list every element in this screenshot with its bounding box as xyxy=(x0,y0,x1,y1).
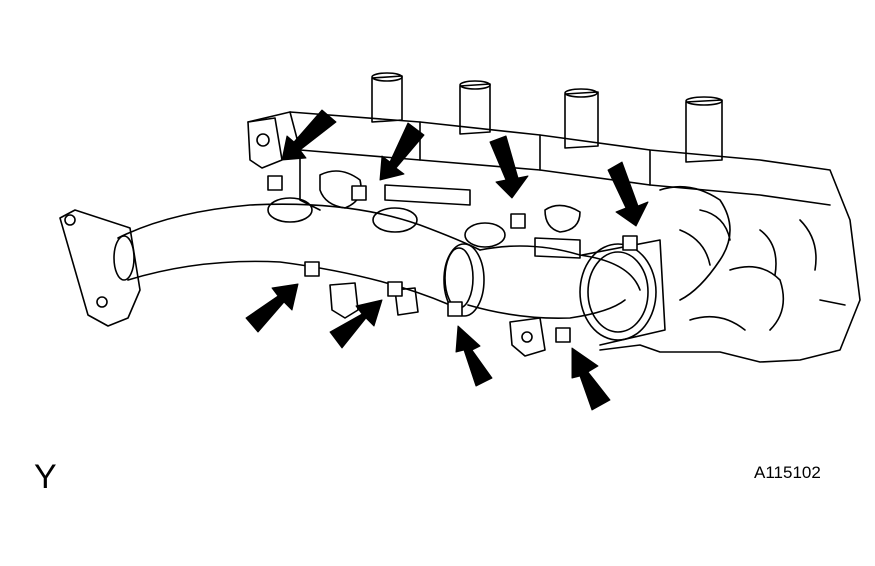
arrow-nut-1 xyxy=(281,109,337,161)
arrow-nut-4 xyxy=(607,161,649,227)
exhaust-manifold xyxy=(59,197,666,357)
arrow-nut-2 xyxy=(379,122,425,181)
arrows xyxy=(245,109,649,411)
arrow-nut-6 xyxy=(329,299,383,349)
spark-plug-tubes xyxy=(371,72,723,163)
cylinder-head xyxy=(247,111,861,363)
arrow-nut-5 xyxy=(245,283,299,333)
arrow-nut-3 xyxy=(489,135,529,199)
arrow-nut-8 xyxy=(571,347,611,411)
figure-id: A115102 xyxy=(754,463,821,482)
arrow-nut-7 xyxy=(455,325,493,387)
nuts xyxy=(267,175,638,343)
view-label: Y xyxy=(34,458,57,496)
